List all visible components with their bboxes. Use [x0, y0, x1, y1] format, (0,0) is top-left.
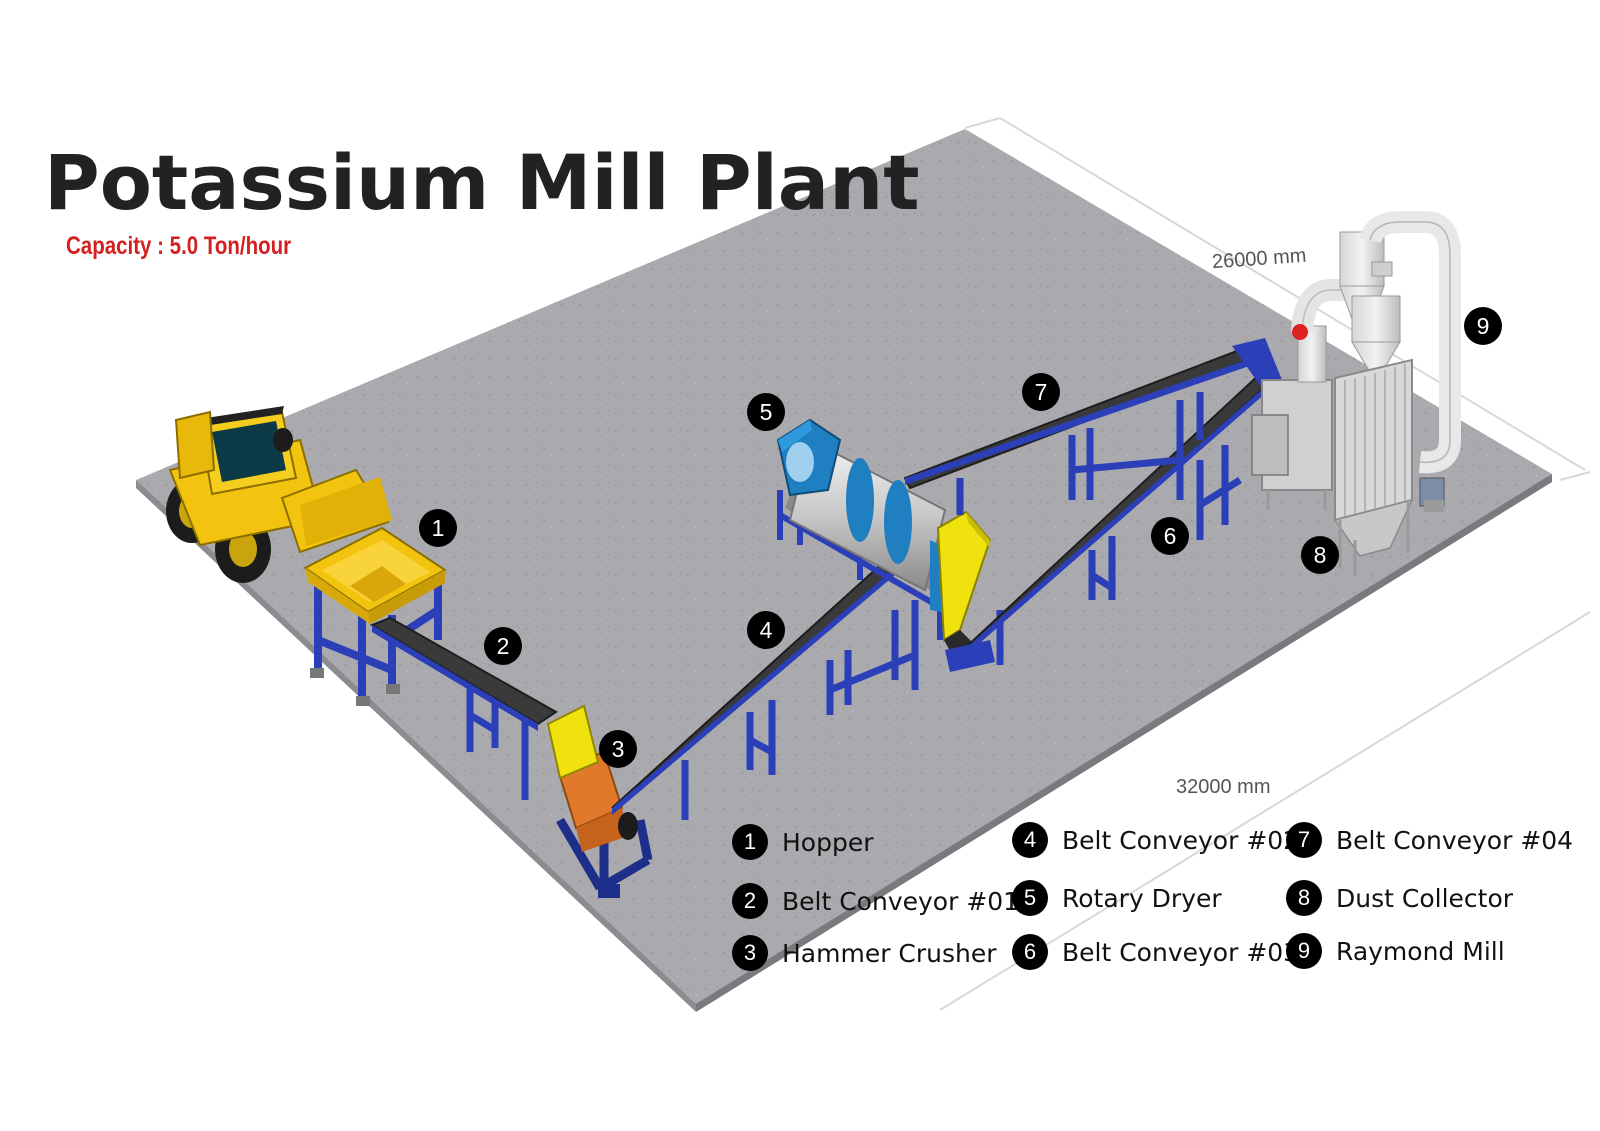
legend-label: Belt Conveyor #01 — [782, 886, 1020, 916]
belt-conveyor-04 — [903, 338, 1282, 515]
legend-item-belt-conveyor-03: 6 Belt Conveyor #03 — [1012, 934, 1299, 970]
dimension-lines — [939, 117, 1591, 1011]
callout-2: 2 — [484, 627, 522, 665]
legend-number: 2 — [732, 883, 768, 919]
floor-slab — [136, 129, 1552, 1012]
hammer-crusher-icon — [546, 704, 653, 898]
cyclone-icon — [1339, 211, 1461, 474]
legend-number: 5 — [1012, 880, 1048, 916]
belt-conveyor-02 — [611, 518, 944, 820]
legend-item-belt-conveyor-02: 4 Belt Conveyor #02 — [1012, 822, 1299, 858]
svg-text:9: 9 — [1477, 313, 1490, 339]
legend-label: Hammer Crusher — [782, 938, 997, 968]
callout-6: 6 — [1151, 517, 1189, 555]
legend-label: Belt Conveyor #03 — [1062, 937, 1300, 967]
legend-label: Rotary Dryer — [1062, 883, 1222, 913]
callout-1: 1 — [419, 509, 457, 547]
legend-number: 6 — [1012, 934, 1048, 970]
hopper-icon — [303, 526, 447, 706]
legend-label: Belt Conveyor #04 — [1336, 825, 1574, 855]
svg-text:3: 3 — [612, 736, 625, 762]
legend-number: 1 — [732, 824, 768, 860]
legend-number: 3 — [732, 935, 768, 971]
callout-9: 9 — [1464, 307, 1502, 345]
callout-3: 3 — [599, 730, 637, 768]
legend-label: Raymond Mill — [1336, 936, 1505, 966]
legend-item-belt-conveyor-01: 2 Belt Conveyor #01 — [732, 883, 1019, 919]
legend-label: Belt Conveyor #02 — [1062, 825, 1300, 855]
svg-text:1: 1 — [432, 515, 445, 541]
callout-7: 7 — [1022, 373, 1060, 411]
legend-number: 4 — [1012, 822, 1048, 858]
legend-item-belt-conveyor-04: 7 Belt Conveyor #04 — [1286, 822, 1573, 858]
svg-text:6: 6 — [1164, 523, 1177, 549]
legend-number: 7 — [1286, 822, 1322, 858]
bucket-elevator-icon — [936, 510, 992, 660]
svg-text:8: 8 — [1314, 542, 1327, 568]
diagram-callouts: 1 2 3 4 5 6 7 8 9 — [419, 307, 1502, 768]
callout-8: 8 — [1301, 536, 1339, 574]
svg-text:4: 4 — [760, 617, 773, 643]
wheel-loader-icon — [166, 406, 392, 583]
legend-item-dust-collector: 8 Dust Collector — [1286, 880, 1513, 916]
legend-label: Hopper — [782, 827, 874, 857]
svg-text:2: 2 — [497, 633, 510, 659]
legend-number: 8 — [1286, 880, 1322, 916]
callout-4: 4 — [747, 611, 785, 649]
legend-item-raymond-mill: 9 Raymond Mill — [1286, 933, 1505, 969]
belt-conveyor-01 — [369, 616, 558, 800]
legend-item-hammer-crusher: 3 Hammer Crusher — [732, 935, 997, 971]
legend-item-hopper: 1 Hopper — [732, 824, 874, 860]
dimension-length: 32000 mm — [1176, 776, 1271, 798]
legend-item-rotary-dryer: 5 Rotary Dryer — [1012, 880, 1222, 916]
legend-number: 9 — [1286, 933, 1322, 969]
svg-text:5: 5 — [760, 399, 773, 425]
page-title: Potassium Mill Plant — [44, 138, 920, 227]
legend-label: Dust Collector — [1336, 883, 1514, 913]
callout-5: 5 — [747, 393, 785, 431]
svg-text:7: 7 — [1035, 379, 1048, 405]
dust-collector-icon — [1333, 358, 1445, 575]
raymond-mill-icon — [1251, 279, 1360, 510]
capacity-label: Capacity : 5.0 Ton/hour — [66, 232, 292, 260]
